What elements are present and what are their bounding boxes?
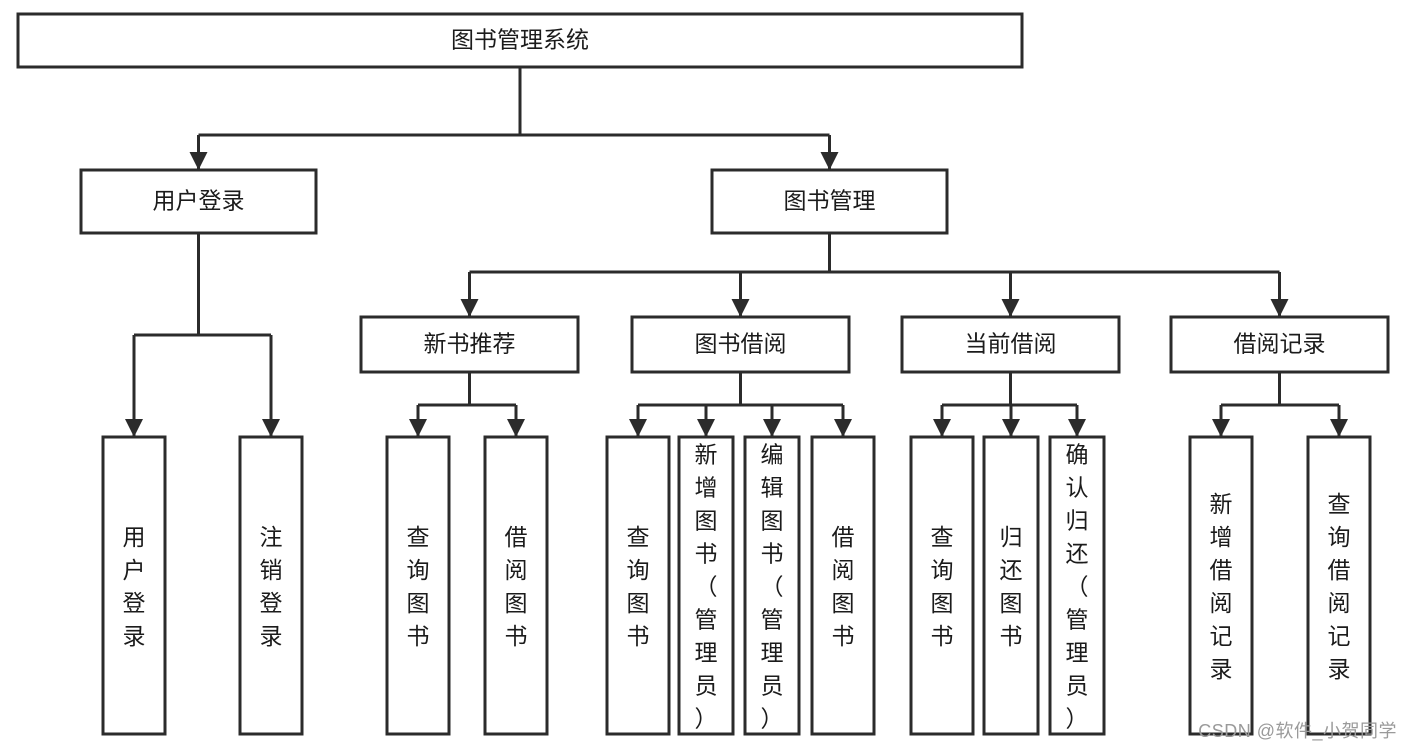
- node-book-manage[interactable]: 图书管理: [710, 168, 949, 235]
- arrow-head-icon: [834, 419, 852, 437]
- arrow-head-icon: [1212, 419, 1230, 437]
- node-label: 编辑图书（管理员）: [761, 442, 784, 732]
- node-new-book-rec[interactable]: 新书推荐: [359, 315, 580, 374]
- arrow-head-icon: [1330, 419, 1348, 437]
- node-box[interactable]: [238, 435, 304, 736]
- node-box[interactable]: [1306, 435, 1372, 736]
- node-label: 查询图书: [931, 524, 954, 649]
- arrow-head-icon: [1068, 419, 1086, 437]
- arrow-head-icon: [1001, 299, 1020, 317]
- node-label: 图书管理: [784, 188, 876, 214]
- node-root[interactable]: 图书管理系统: [16, 12, 1024, 69]
- node-borrow-record[interactable]: 借阅记录: [1169, 315, 1390, 374]
- node-leaf-add-book[interactable]: 新增图书（管理员）: [677, 435, 735, 736]
- node-user-login[interactable]: 用户登录: [79, 168, 318, 235]
- node-box[interactable]: [677, 435, 735, 736]
- node-box[interactable]: [900, 315, 1121, 374]
- node-box[interactable]: [1048, 435, 1106, 736]
- node-leaf-query-book-2[interactable]: 查询图书: [605, 435, 671, 736]
- node-label: 图书管理系统: [451, 27, 589, 53]
- node-box[interactable]: [359, 315, 580, 374]
- node-box[interactable]: [810, 435, 876, 736]
- arrow-head-icon: [507, 419, 525, 437]
- arrow-head-icon: [933, 419, 951, 437]
- arrow-head-icon: [262, 419, 280, 437]
- node-box[interactable]: [101, 435, 167, 736]
- node-label: 图书借阅: [695, 331, 787, 357]
- node-leaf-query-book-1[interactable]: 查询图书: [385, 435, 451, 736]
- node-box[interactable]: [743, 435, 801, 736]
- arrow-head-icon: [763, 419, 781, 437]
- node-leaf-confirm-return[interactable]: 确认归还（管理员）: [1048, 435, 1106, 736]
- node-leaf-user-login[interactable]: 用户登录: [101, 435, 167, 736]
- node-box[interactable]: [982, 435, 1040, 736]
- node-label: 查询图书: [407, 524, 430, 649]
- node-box[interactable]: [16, 12, 1024, 69]
- node-label: 确认归还（管理员）: [1066, 442, 1089, 732]
- node-label: 用户登录: [153, 188, 245, 214]
- node-current-borrow[interactable]: 当前借阅: [900, 315, 1121, 374]
- node-label: 查询图书: [627, 524, 650, 649]
- arrow-head-icon: [1002, 419, 1020, 437]
- node-leaf-borrow-book-2[interactable]: 借阅图书: [810, 435, 876, 736]
- node-leaf-add-record[interactable]: 新增借阅记录: [1188, 435, 1254, 736]
- node-leaf-query-record[interactable]: 查询借阅记录: [1306, 435, 1372, 736]
- arrow-head-icon: [125, 419, 143, 437]
- node-leaf-query-book-3[interactable]: 查询图书: [909, 435, 975, 736]
- node-label: 当前借阅: [965, 331, 1057, 357]
- node-box[interactable]: [909, 435, 975, 736]
- arrow-head-icon: [1270, 299, 1289, 317]
- node-label: 新增借阅记录: [1210, 491, 1233, 682]
- arrow-head-icon: [460, 299, 479, 317]
- node-label: 新增图书（管理员）: [695, 442, 718, 732]
- arrow-head-icon: [697, 419, 715, 437]
- node-label: 注销登录: [260, 524, 283, 649]
- node-box[interactable]: [1169, 315, 1390, 374]
- node-label: 归还图书: [1000, 524, 1023, 649]
- node-leaf-edit-book[interactable]: 编辑图书（管理员）: [743, 435, 801, 736]
- node-box[interactable]: [710, 168, 949, 235]
- connector-layer: [125, 67, 1348, 437]
- node-leaf-return-book[interactable]: 归还图书: [982, 435, 1040, 736]
- node-label: 用户登录: [123, 524, 146, 649]
- arrow-head-icon: [629, 419, 647, 437]
- node-book-borrow[interactable]: 图书借阅: [630, 315, 851, 374]
- node-label: 借阅图书: [832, 524, 855, 649]
- node-label: 新书推荐: [424, 331, 516, 357]
- arrow-head-icon: [409, 419, 427, 437]
- node-box[interactable]: [605, 435, 671, 736]
- arrow-head-icon: [731, 299, 750, 317]
- node-box[interactable]: [1188, 435, 1254, 736]
- arrow-head-icon: [820, 152, 839, 170]
- arrow-head-icon: [189, 152, 208, 170]
- node-leaf-borrow-book-1[interactable]: 借阅图书: [483, 435, 549, 736]
- node-leaf-logout[interactable]: 注销登录: [238, 435, 304, 736]
- node-label: 借阅记录: [1234, 331, 1326, 357]
- node-label: 借阅图书: [505, 524, 528, 649]
- node-label: 查询借阅记录: [1328, 491, 1351, 682]
- node-box[interactable]: [630, 315, 851, 374]
- node-layer: 图书管理系统用户登录图书管理新书推荐图书借阅当前借阅借阅记录用户登录注销登录查询…: [16, 12, 1390, 736]
- node-box[interactable]: [79, 168, 318, 235]
- node-box[interactable]: [385, 435, 451, 736]
- node-box[interactable]: [483, 435, 549, 736]
